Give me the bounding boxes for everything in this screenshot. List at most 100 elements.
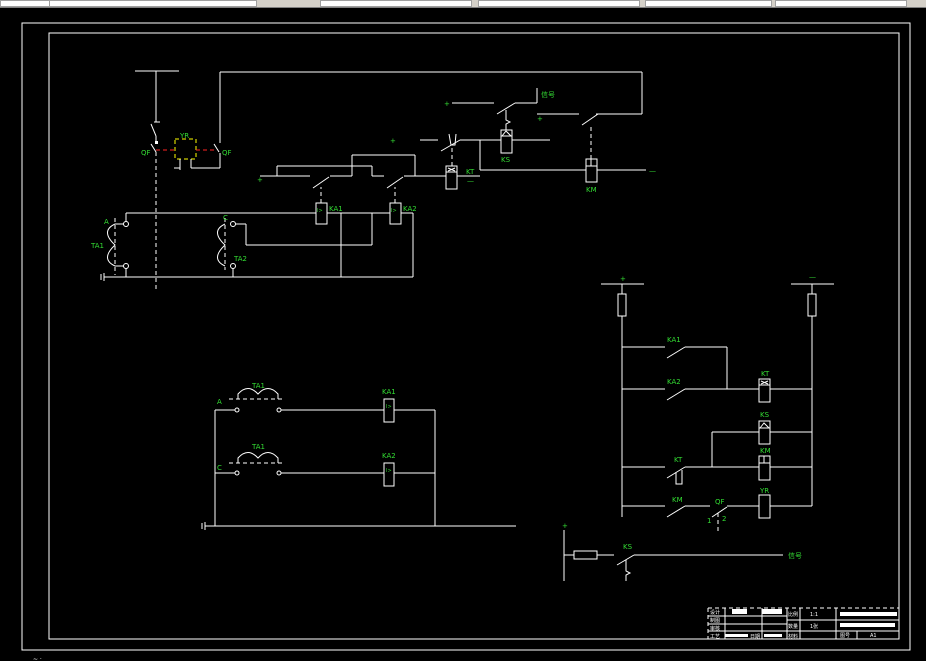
kt-time-contact — [440, 139, 461, 152]
ks-relay — [500, 129, 513, 154]
svg-text:+: + — [390, 137, 396, 145]
label-km: KM — [586, 186, 597, 194]
yr-trip-coil-box — [174, 138, 197, 160]
title-block: 设计 制图 审核 工艺 日期 比例 1:1 数量 1张 材料 图号 A1 — [707, 607, 899, 640]
svg-text:I>: I> — [391, 208, 397, 214]
terminal — [230, 221, 236, 227]
ta1-coil-a — [237, 388, 279, 399]
dc-control-circuit: + — KA1 KA2 KT KS KT — [601, 273, 834, 532]
label-signal-top: 信号 — [541, 90, 555, 99]
terminal — [123, 221, 129, 227]
svg-text:I>: I> — [386, 468, 392, 474]
disconnector-switch — [150, 123, 157, 137]
label-yr: YR — [179, 132, 189, 140]
svg-text:比例: 比例 — [788, 611, 798, 618]
label-c: C — [223, 214, 228, 222]
svg-text:审核: 审核 — [710, 625, 720, 632]
ka2-contact — [386, 176, 404, 189]
label-qf-left: QF — [141, 149, 151, 157]
toolbar-field[interactable] — [320, 0, 472, 7]
toolbar-field[interactable] — [478, 0, 640, 7]
ta2-coil — [217, 223, 226, 267]
svg-text:+: + — [537, 115, 543, 123]
label-ka2: KA2 — [403, 205, 417, 213]
label-ta1-bottom: TA1 — [251, 443, 265, 451]
label-qf-right: QF — [222, 149, 232, 157]
svg-text:—: — — [467, 177, 474, 185]
svg-text:工艺: 工艺 — [710, 634, 720, 640]
svg-text:+: + — [257, 176, 263, 184]
label-ta1: TA1 — [90, 242, 104, 250]
svg-text:2: 2 — [722, 515, 726, 523]
toolbar-field[interactable] — [0, 0, 50, 7]
label-ka1-ct: KA1 — [382, 388, 396, 396]
ks-coil — [758, 420, 771, 445]
svg-text:日期: 日期 — [750, 634, 760, 640]
inner-border — [48, 32, 900, 640]
label-ks: KS — [501, 156, 511, 164]
label-ta2: TA2 — [233, 255, 247, 263]
ct-secondary-circuit: TA1 A I> KA1 TA1 C I> KA2 — [201, 382, 516, 530]
fuse-minus — [807, 293, 817, 317]
km-dc-contact — [666, 505, 686, 518]
svg-text:KM: KM — [760, 447, 771, 455]
svg-text:材料: 材料 — [788, 633, 798, 640]
label-ta1-top: TA1 — [251, 382, 265, 390]
ka2-dc-contact — [666, 388, 686, 401]
svg-text:1:1: 1:1 — [810, 612, 818, 618]
ka1-dc-contact — [666, 346, 686, 359]
svg-text:数量: 数量 — [788, 623, 798, 630]
svg-text:KS: KS — [623, 543, 633, 551]
status-cursor: ~ · — [33, 656, 42, 661]
ta1-coil — [107, 223, 116, 267]
qf-breaker-right — [213, 143, 220, 153]
svg-text:图号: 图号 — [840, 633, 850, 639]
sheet-size: A1 — [870, 633, 877, 639]
qf-breaker-left — [150, 143, 157, 153]
svg-text:YR: YR — [759, 487, 769, 495]
kt-coil — [758, 378, 771, 403]
fuse-plus — [617, 293, 627, 317]
svg-text:—: — — [649, 167, 656, 175]
svg-text:KM: KM — [672, 496, 683, 504]
svg-text:+: + — [562, 522, 568, 530]
svg-text:I>: I> — [317, 208, 323, 214]
toolbar-strip — [0, 0, 926, 8]
signal-fuse — [573, 550, 598, 560]
label-a: A — [104, 218, 109, 226]
km-contact — [581, 113, 599, 126]
svg-text:KA2: KA2 — [667, 378, 681, 386]
svg-text:KS: KS — [760, 411, 770, 419]
svg-text:+: + — [620, 275, 626, 283]
svg-text:设计: 设计 — [710, 609, 720, 616]
qf-auxiliary-contact — [711, 506, 728, 518]
primary-circuit: QF YR QF A TA1 C TA2 I> KA1 — [90, 70, 656, 292]
svg-text:KT: KT — [674, 456, 683, 464]
svg-text:+: + — [444, 100, 450, 108]
label-kt: KT — [466, 168, 475, 176]
label-ka1: KA1 — [329, 205, 343, 213]
svg-text:KA1: KA1 — [667, 336, 681, 344]
toolbar-field[interactable] — [775, 0, 907, 7]
label-ka2-ct: KA2 — [382, 452, 396, 460]
label-signal: 信号 — [788, 551, 802, 560]
svg-text:—: — — [809, 273, 816, 281]
label-c-phase: C — [217, 464, 222, 472]
ka2-relay-coil — [383, 462, 395, 487]
svg-text:1: 1 — [707, 517, 711, 525]
ka1-relay-coil — [383, 398, 395, 423]
signal-circuit: + KS 信号 — [562, 522, 802, 581]
svg-text:KT: KT — [761, 370, 770, 378]
svg-text:I>: I> — [386, 404, 392, 410]
svg-text:QF: QF — [715, 498, 725, 506]
ks-contact — [496, 102, 516, 115]
toolbar-field[interactable] — [645, 0, 772, 7]
svg-text:1张: 1张 — [810, 623, 818, 630]
ta1-coil-c — [237, 452, 279, 463]
terminal — [230, 263, 236, 269]
terminal — [123, 263, 129, 269]
label-a-phase: A — [217, 398, 222, 406]
yr-trip-coil — [758, 494, 771, 519]
ka1-contact — [312, 176, 330, 189]
